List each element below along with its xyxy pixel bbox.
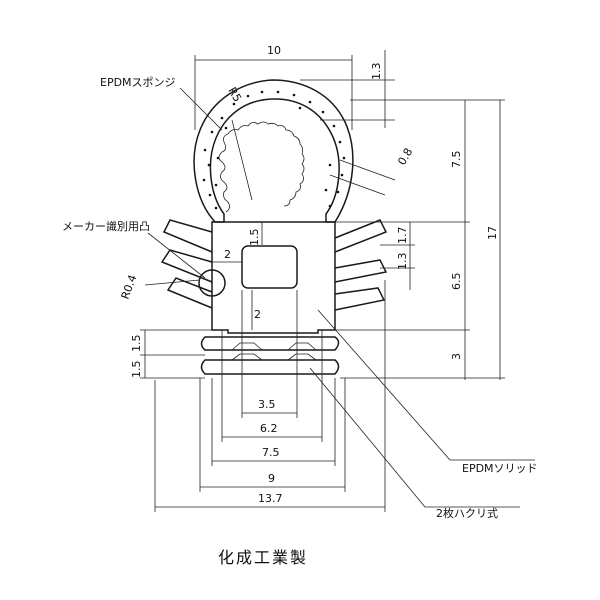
- dimension-lines: [140, 50, 505, 512]
- dim-fin-mid: 1.7: [396, 227, 409, 245]
- dim-fin-low: 1.3: [396, 253, 409, 271]
- solid-body: [160, 219, 388, 334]
- dim-top-width: 10: [267, 44, 281, 57]
- label-maker-mark: メーカー識別用凸: [62, 220, 150, 233]
- dim-strip-b: 1.5: [130, 361, 143, 379]
- base-strips: [200, 336, 340, 375]
- dim-mid-height: 6.5: [450, 273, 463, 291]
- dim-w-9: 9: [268, 472, 275, 485]
- sponge-bulb: [193, 79, 354, 223]
- sponge-pores: [202, 90, 346, 210]
- dim-fin-top: 1.5: [248, 229, 261, 247]
- label-solid: EPDMソリッド: [462, 462, 538, 475]
- label-sponge: EPDMスポンジ: [100, 76, 176, 89]
- label-r5: R5: [225, 85, 244, 104]
- dim-w-7-5: 7.5: [262, 446, 280, 459]
- dim-w-3-5: 3.5: [258, 398, 276, 411]
- dim-w-6-2: 6.2: [260, 422, 278, 435]
- dim-bulb-height: 7.5: [450, 151, 463, 169]
- dim-slot-offset: 2: [254, 308, 261, 321]
- dim-total-height: 17: [486, 226, 499, 240]
- leader-lines: [144, 87, 535, 508]
- dim-top-gap: 1.3: [370, 63, 383, 81]
- dim-strip-a: 1.5: [130, 335, 143, 353]
- label-r04: R0.4: [119, 273, 140, 301]
- dim-wall: 0.8: [395, 146, 415, 168]
- dim-base-height: 3: [450, 353, 463, 360]
- dim-hole-offset: 2: [224, 248, 231, 261]
- company-name: 化成工業製: [218, 548, 308, 567]
- dim-w-13-7: 13.7: [258, 492, 283, 505]
- label-peel-type: 2枚ハクリ式: [436, 506, 498, 520]
